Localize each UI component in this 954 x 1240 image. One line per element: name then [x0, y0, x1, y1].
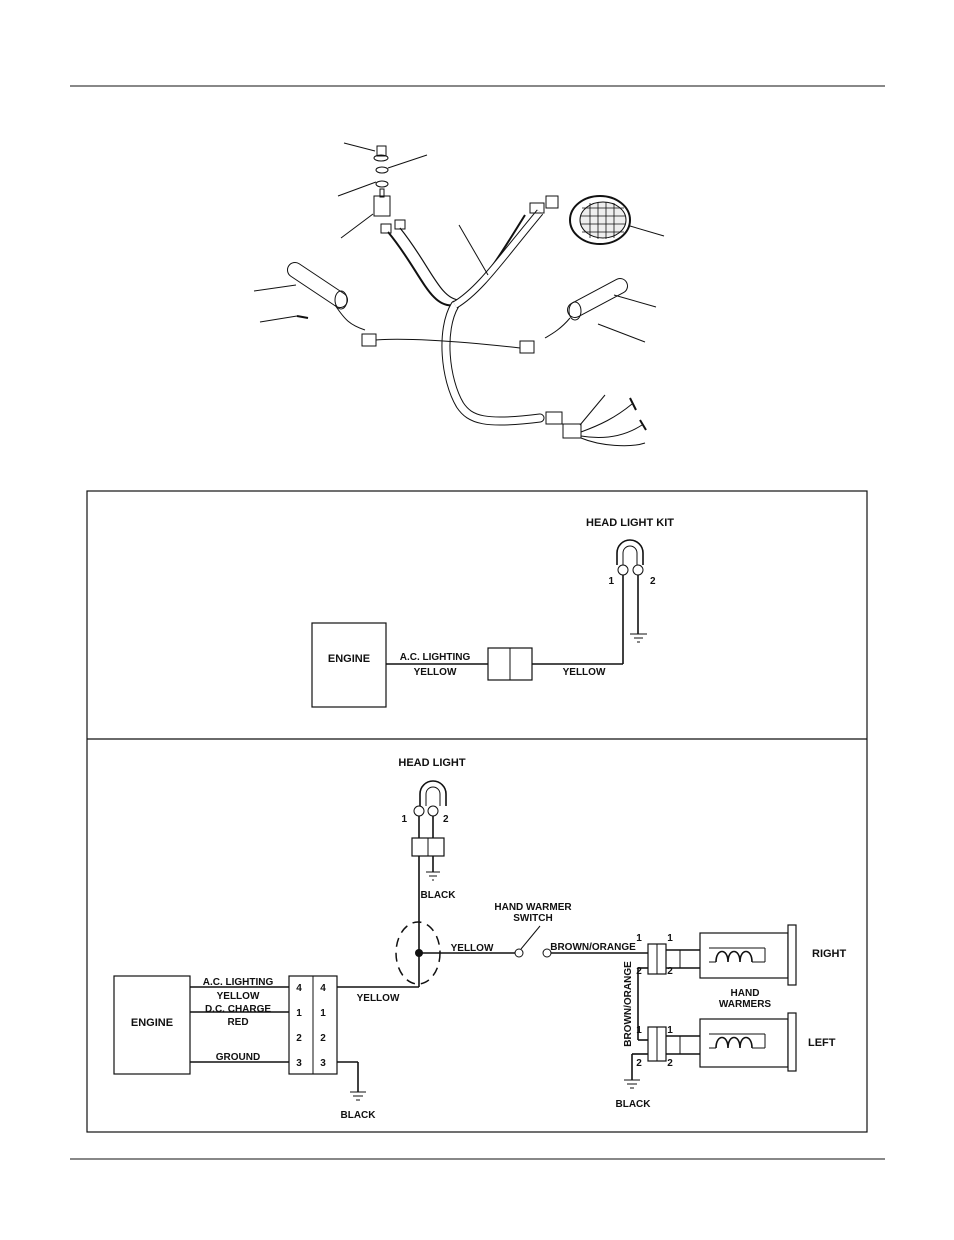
switch-assembly-illustration: [338, 143, 427, 238]
lower-connector-illustration: [546, 395, 646, 446]
warmers-label-line1: HAND: [731, 988, 760, 999]
right-label: RIGHT: [812, 948, 847, 960]
hand-warmer-schematic: HEAD LIGHT 1 2 BLACK YELLOW HAND WARMER …: [114, 757, 847, 1121]
right-grip-end: [788, 925, 796, 985]
head-light-kit-schematic: HEAD LIGHT KIT 1 2 ENGINE A.C. LIGHTING …: [312, 517, 674, 707]
kit-engine-label: ENGINE: [328, 653, 370, 665]
kit-yellow-left-label: YELLOW: [414, 667, 457, 678]
head-light-pin2: 2: [443, 814, 449, 825]
yellow-main-label: YELLOW: [357, 993, 400, 1004]
main-connector-pin-a-right: 4: [320, 983, 326, 994]
main-connector-pin-a-left: 4: [296, 983, 302, 994]
left-label: LEFT: [808, 1037, 836, 1049]
warmers-label-line2: WARMERS: [719, 999, 772, 1010]
main-connector-pin-d-right: 3: [320, 1058, 326, 1069]
brown-orange-v-label: BROWN/ORANGE: [623, 961, 634, 1047]
head-light-title: HEAD LIGHT: [398, 757, 466, 769]
kit-ac-lighting-label: A.C. LIGHTING: [400, 652, 471, 663]
left-warmer-element: [700, 1019, 788, 1067]
main-connector-pin-b-left: 1: [296, 1008, 302, 1019]
right-warmer-pin1-right: 1: [667, 933, 673, 944]
black-bottom-right-label: BLACK: [616, 1099, 652, 1110]
kit-yellow-right-label: YELLOW: [563, 667, 606, 678]
right-grip-illustration: [520, 286, 656, 353]
head-light-kit-bulb: [617, 540, 643, 565]
yellow-ac-label: YELLOW: [217, 991, 260, 1002]
switch-label-line1: HAND WARMER: [494, 902, 572, 913]
ground-label: GROUND: [216, 1052, 260, 1063]
headlight-illustration: [570, 196, 664, 244]
switch-lever: [521, 926, 540, 949]
head-light-pin1: 1: [401, 814, 407, 825]
black-bottom-left-label: BLACK: [341, 1110, 377, 1121]
kit-engine-box: [312, 623, 386, 707]
main-connector-pin-c-left: 2: [296, 1033, 302, 1044]
engine-label: ENGINE: [131, 1017, 173, 1029]
head-light-bulb: [420, 781, 446, 806]
head-light-kit-pin2: 2: [650, 576, 656, 587]
switch-label-line2: SWITCH: [513, 913, 552, 924]
left-warmer-pin1-left: 1: [636, 1025, 642, 1036]
dc-charge-label: D.C. CHARGE: [205, 1004, 271, 1015]
right-warmer-pin1-left: 1: [636, 933, 642, 944]
left-grip-end: [788, 1013, 796, 1071]
parts-illustration: [254, 143, 664, 446]
ac-lighting-label: A.C. LIGHTING: [203, 977, 274, 988]
main-connector-pin-d-left: 3: [296, 1058, 302, 1069]
brown-orange-h-label: BROWN/ORANGE: [550, 942, 636, 953]
head-light-kit-pin1: 1: [608, 576, 614, 587]
yellow-switch-label: YELLOW: [451, 943, 494, 954]
left-warmer-pin2-right: 2: [667, 1058, 673, 1069]
left-warmer-pin2-left: 2: [636, 1058, 642, 1069]
head-light-kit-ground-symbol: [630, 634, 647, 642]
right-warmer-element: [700, 933, 788, 978]
black-top-label: BLACK: [421, 890, 457, 901]
main-connector-pin-b-right: 1: [320, 1008, 326, 1019]
main-connector-pin-c-right: 2: [320, 1033, 326, 1044]
red-label: RED: [227, 1017, 248, 1028]
left-warmer-pin1-right: 1: [667, 1025, 673, 1036]
head-light-kit-title: HEAD LIGHT KIT: [586, 517, 674, 529]
